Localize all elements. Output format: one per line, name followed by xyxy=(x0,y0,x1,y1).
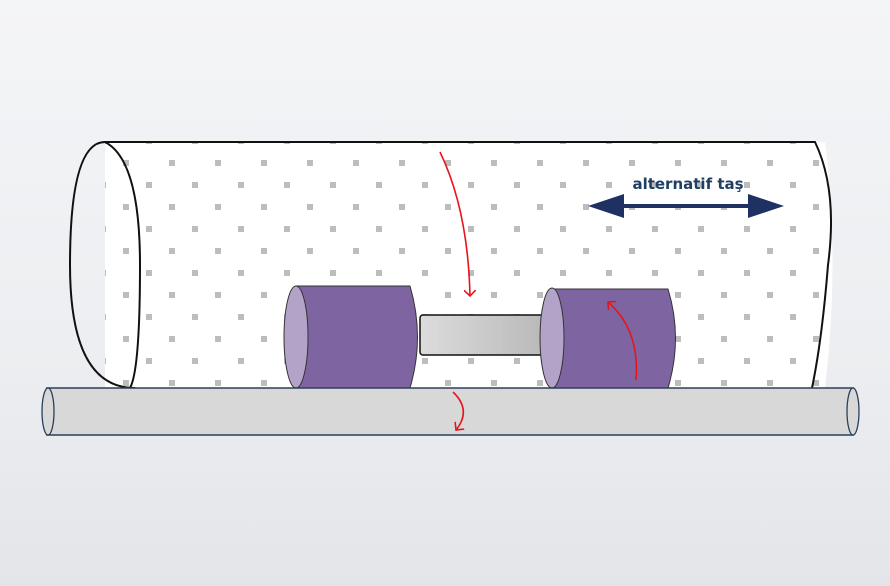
grinding-stone-left xyxy=(283,285,418,389)
rotation-arrow-rod-icon xyxy=(452,391,463,430)
reciprocating-arrow-icon xyxy=(588,194,784,218)
support-rod xyxy=(41,387,860,436)
rotation-arrow-tube-icon xyxy=(439,151,470,296)
rotation-arrow-stone-icon xyxy=(608,302,638,381)
stone-shaft xyxy=(419,314,549,356)
motion-label: alternatif taş xyxy=(632,175,743,193)
grinding-stone-right xyxy=(539,287,676,389)
